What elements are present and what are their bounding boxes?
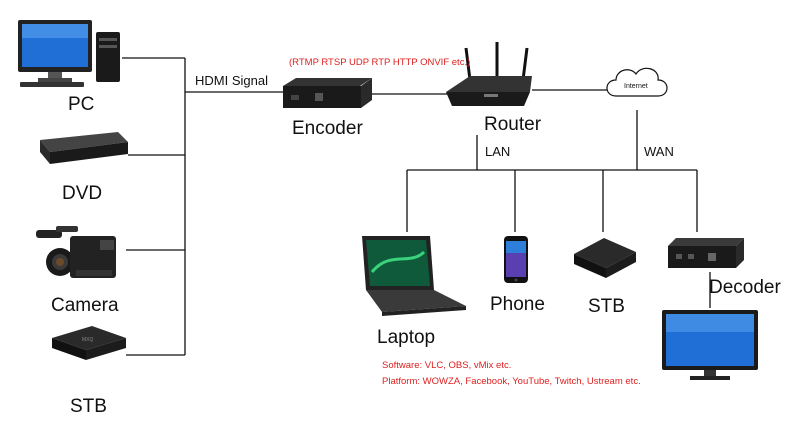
router-label: Router [484,114,542,135]
platform-label: Platform: WOWZA, Facebook, YouTube, Twit… [382,376,641,387]
pc-label: PC [68,94,95,115]
pc-icon [18,20,120,87]
hdmi-signal-label: HDMI Signal [195,73,268,88]
protocols-label: (RTMP RTSP UDP RTP HTTP ONVIF etc.) [289,57,471,68]
phone-icon [504,236,528,283]
camera-icon [36,226,116,278]
software-label: Software: VLC, OBS, vMix etc. [382,360,512,371]
dvd-label: DVD [62,183,103,204]
encoder-label: Encoder [292,118,363,139]
camera-label: Camera [51,295,119,316]
wan-label: WAN [644,144,674,159]
phone-label: Phone [490,294,545,315]
connection-lines [122,57,711,356]
stb-right-label: STB [588,296,625,317]
router-icon [446,42,532,106]
laptop-label: Laptop [377,327,436,348]
encoder-icon [283,78,372,108]
laptop-icon [362,236,466,316]
decoder-icon [668,238,744,268]
stb-left-label: STB [70,396,107,417]
decoder-label: Decoder [709,277,781,298]
internet-label: Internet [624,83,648,90]
monitor-icon [662,310,758,380]
stb-left-icon: MXQ [52,326,126,360]
stb-right-icon [574,238,636,278]
lan-label: LAN [485,144,511,159]
dvd-icon [40,132,128,164]
internet-cloud-icon [606,67,668,97]
svg-text:MXQ: MXQ [82,337,94,343]
